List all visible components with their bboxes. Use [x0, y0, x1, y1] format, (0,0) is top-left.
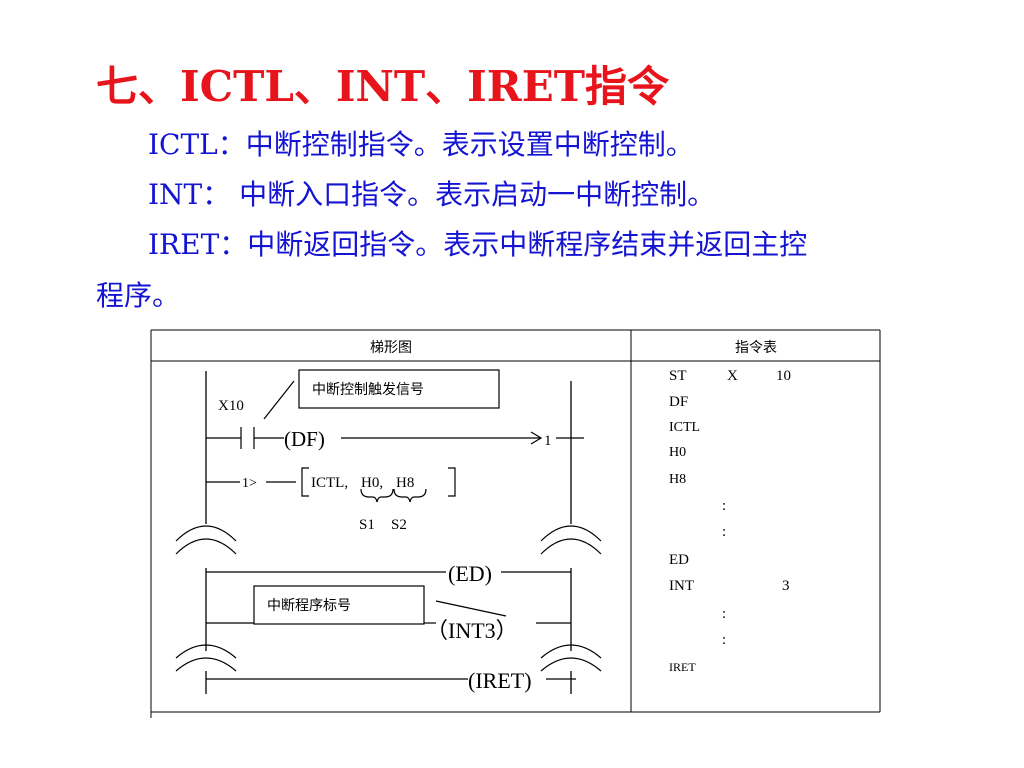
rail-break-symbols — [175, 525, 602, 672]
h8-operand: H8 — [396, 475, 414, 491]
x10-label: X10 — [218, 398, 244, 414]
program-label-box — [253, 585, 425, 625]
iret-coil: (IRET) — [468, 668, 532, 693]
df-coil: (DF) — [284, 427, 325, 451]
trigger-signal-box — [298, 369, 500, 409]
iret-description-wrap: 程序。 — [96, 279, 181, 312]
ictl-instruction: ICTL, — [311, 475, 348, 491]
internal-relay-1-ref: 1> — [242, 476, 257, 491]
instr-op: H0 — [669, 445, 686, 460]
ladder-diagram-figure: 梯形图 指令表 X10 (DF) 1 中断控制触发信号 — [150, 329, 881, 718]
int3-label: （INT3） — [426, 618, 518, 643]
h0-operand: H0, — [361, 475, 383, 491]
instr-op: ED — [669, 552, 689, 568]
instr-op: ICTL — [669, 420, 700, 435]
instr-op: DF — [669, 394, 688, 410]
instr-value: 3 — [782, 578, 790, 594]
program-label: 中断程序标号 — [267, 598, 351, 614]
instruction-list: ST X 10 DF ICTL H0 H8 : : ED INT 3 : : I… — [669, 368, 791, 674]
instr-op: H8 — [669, 472, 686, 487]
instr-op: IRET — [669, 660, 696, 674]
slide-title: 七、ICTL、INT、IRET指令 — [96, 62, 669, 111]
output-1-label: 1 — [544, 433, 552, 449]
instr-operand: : — [722, 524, 726, 540]
instr-operand: : — [722, 498, 726, 514]
ictl-description: ICTL：中断控制指令。表示设置中断控制。 — [148, 128, 694, 161]
ed-coil: (ED) — [448, 561, 492, 586]
instr-value: 10 — [776, 368, 791, 384]
s2-label: S2 — [391, 517, 407, 533]
header-instruction-list: 指令表 — [735, 340, 777, 356]
table-frame — [150, 329, 881, 718]
instr-op: ST — [669, 368, 687, 384]
instr-op: INT — [669, 578, 694, 594]
instr-operand: X — [727, 368, 738, 384]
rung-2 — [206, 467, 456, 503]
instr-operand: : — [722, 632, 726, 648]
power-rails — [205, 371, 572, 694]
int-description: INT： 中断入口指令。表示启动一中断控制。 — [148, 178, 716, 211]
trigger-signal-label: 中断控制触发信号 — [312, 382, 424, 398]
header-ladder-diagram: 梯形图 — [370, 340, 412, 356]
rung-1 — [206, 380, 584, 449]
program-label-pointer — [435, 600, 507, 617]
s1-label: S1 — [359, 517, 375, 533]
iret-description: IRET：中断返回指令。表示中断程序结束并返回主控 — [148, 228, 808, 261]
instr-operand: : — [722, 606, 726, 622]
